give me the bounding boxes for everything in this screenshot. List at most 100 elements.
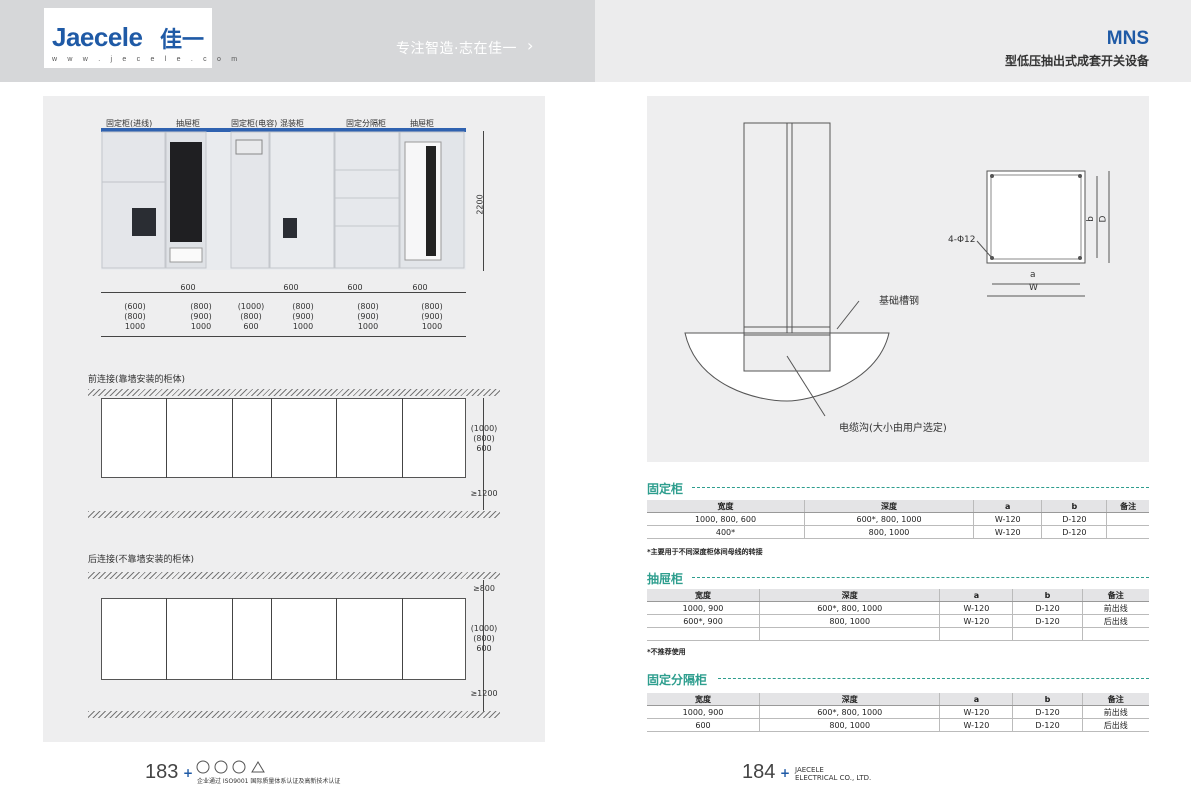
cabinet-divider	[336, 398, 337, 478]
wall-hatch	[88, 572, 500, 579]
cabinet-divider	[271, 398, 272, 478]
left-page-number: 183	[145, 761, 179, 783]
dim-w: W	[1029, 283, 1038, 293]
front-depth: (1000)(800)600	[470, 424, 498, 453]
dim-a: a	[1030, 270, 1036, 280]
table-row: 400* 800, 1000 W-120 D-120	[647, 525, 1149, 539]
right-page-number: 184	[742, 761, 776, 783]
front-clearance: ≥1200	[470, 489, 498, 498]
width-top: 600	[180, 283, 196, 292]
table-title: 抽屉柜	[647, 572, 684, 586]
width-column: (1000)(800)600	[237, 302, 265, 331]
company-name-line2: ELECTRICAL CO., LTD.	[795, 774, 872, 782]
col-header: a	[939, 589, 1013, 602]
width-column: (600)(800)1000	[124, 302, 146, 331]
title-rule	[692, 487, 1149, 489]
title-rule	[692, 577, 1149, 579]
col-header: a	[973, 500, 1042, 513]
cabinet-label: 抽屉柜	[176, 119, 200, 128]
rear-conn-title: 后连接(不靠墙安装的柜体)	[88, 555, 195, 565]
right-figure-panel	[647, 96, 1149, 462]
col-header: 宽度	[647, 589, 760, 602]
col-header: b	[1012, 589, 1083, 602]
table-title: 固定柜	[647, 482, 684, 496]
col-header: 备注	[1081, 693, 1149, 706]
col-header: 宽度	[647, 500, 805, 513]
table-note: *不推荐使用	[647, 648, 686, 656]
company-name-line1: JAECELE	[795, 766, 824, 774]
table-row: 1000, 900 600*, 800, 1000 W-120 D-120 前出…	[647, 601, 1149, 615]
col-header: 深度	[759, 693, 940, 706]
table-row	[647, 627, 1149, 641]
floor-hatch	[88, 711, 500, 718]
slogan: 专注智造·志在佳一	[396, 41, 517, 57]
table-row: 1000, 900 600*, 800, 1000 W-120 D-120 前出…	[647, 705, 1149, 719]
rear-cabinet-row	[101, 598, 466, 680]
page-subtitle: 型低压抽出式成套开关设备	[1004, 54, 1149, 68]
col-header: 深度	[804, 500, 974, 513]
front-conn-title: 前连接(靠墙安装的柜体)	[88, 375, 186, 385]
logo-cn: 佳一	[160, 28, 205, 53]
cabinet-label: 混装柜	[280, 119, 304, 128]
table-row: 600*, 900 800, 1000 W-120 D-120 后出线	[647, 614, 1149, 628]
cabinet-label: 固定柜(电容)	[231, 119, 278, 128]
wall-hatch	[88, 389, 500, 396]
cabinet-divider	[166, 398, 167, 478]
width-column: (800)(900)1000	[190, 302, 212, 331]
col-header: 备注	[1081, 589, 1149, 602]
height-dim: 2200	[475, 194, 485, 215]
dim-d: D	[1098, 215, 1109, 223]
title-rule	[718, 678, 1149, 680]
width-dim-line	[101, 336, 466, 337]
col-header: 备注	[1106, 500, 1149, 513]
foundation-drawing	[684, 122, 1110, 417]
table-row: 1000, 800, 600 600*, 800, 1000 W-120 D-1…	[647, 512, 1149, 526]
floor-hatch	[88, 511, 500, 518]
col-header: a	[939, 693, 1013, 706]
col-header: b	[1041, 500, 1107, 513]
model-title: MNS	[1106, 28, 1149, 49]
width-top: 600	[283, 283, 299, 292]
dim-b: b	[1085, 216, 1096, 222]
header-right-band	[595, 0, 1191, 82]
chevron-right-icon: ›	[527, 36, 534, 55]
hole-label: 4-Φ12	[948, 235, 976, 245]
cabinet-label: 固定柜(进线)	[106, 119, 153, 128]
width-column: (800)(900)1000	[357, 302, 379, 331]
plus-icon: +	[780, 766, 791, 780]
cabinet-label: 抽屉柜	[410, 119, 434, 128]
cabinet-label: 固定分隔柜	[346, 119, 386, 128]
cabinet-divider	[402, 598, 403, 680]
fixed-partition-table: 宽度 深度 a b 备注 1000, 900 600*, 800, 1000 W…	[647, 693, 1149, 732]
rear-depth: (1000)(800)600	[470, 624, 498, 653]
width-top: 600	[347, 283, 363, 292]
switchgear-photo	[101, 128, 466, 270]
plus-icon: +	[183, 766, 194, 780]
depth-dim-line	[483, 398, 484, 510]
col-header: 深度	[759, 589, 940, 602]
left-cert-text: 企业通过 ISO9001 国际质量体系认证及高新技术认证	[197, 778, 341, 785]
table-title: 固定分隔柜	[647, 673, 708, 687]
height-dim-line	[483, 131, 484, 271]
logo: Jaecele	[52, 22, 143, 52]
col-header: b	[1012, 693, 1083, 706]
table-row: 600 800, 1000 W-120 D-120 后出线	[647, 718, 1149, 732]
table-note: *主要用于不同深度柜体间母线的转接	[647, 548, 763, 556]
cabinet-divider	[166, 598, 167, 680]
logo-url: w w w . j e c e l e . c o m	[52, 56, 242, 63]
trench-label: 电缆沟(大小由用户选定)	[839, 423, 947, 434]
cert-marks-icon	[196, 760, 265, 774]
rear-clearance: ≥800	[469, 584, 499, 594]
cabinet-divider	[271, 598, 272, 680]
cabinet-divider	[402, 398, 403, 478]
front-cabinet-row	[101, 398, 466, 478]
col-header: 宽度	[647, 693, 760, 706]
channel-label: 基础槽钢	[879, 296, 919, 307]
width-column: (800)(900)1000	[421, 302, 443, 331]
fixed-cabinet-table: 宽度 深度 a b 备注 1000, 800, 600 600*, 800, 1…	[647, 500, 1149, 539]
width-top: 600	[412, 283, 428, 292]
width-column: (800)(900)1000	[292, 302, 314, 331]
cabinet-divider	[336, 598, 337, 680]
logo-box	[44, 8, 212, 68]
drawer-cabinet-table: 宽度 深度 a b 备注 1000, 900 600*, 800, 1000 W…	[647, 589, 1149, 641]
